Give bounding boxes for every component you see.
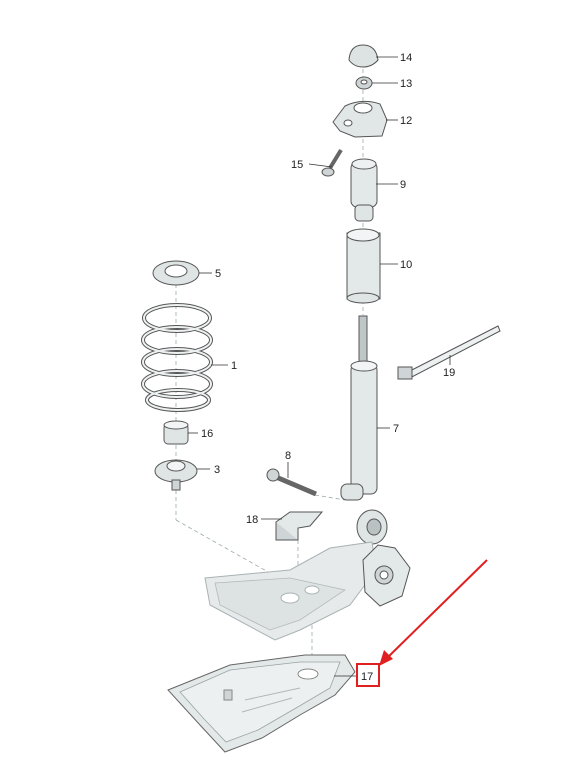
callout-7: 7 — [393, 423, 399, 435]
callout-17: 17 — [361, 671, 373, 683]
callout-14: 14 — [400, 52, 412, 64]
part-17-underbody-cover — [167, 654, 356, 753]
highlight-arrow-line — [384, 559, 488, 661]
part-18-bracket — [275, 511, 324, 541]
axle-beam — [204, 541, 377, 641]
part-8-bolt — [266, 468, 317, 497]
part-14-cap — [348, 44, 379, 68]
highlight-callout-17: 17 — [356, 559, 488, 687]
part-3-lower-seat — [154, 459, 198, 491]
part-16-spacer — [163, 420, 189, 445]
callout-19: 19 — [443, 367, 455, 379]
callout-13: 13 — [400, 78, 412, 90]
callout-16: 16 — [201, 428, 213, 440]
callout-12: 12 — [400, 115, 412, 127]
highlight-arrow-head — [379, 650, 393, 666]
callout-3: 3 — [214, 464, 220, 476]
part-15-bolt — [321, 148, 343, 177]
part-7-shock-absorber — [340, 315, 388, 545]
callout-5: 5 — [215, 268, 221, 280]
callout-18: 18 — [246, 514, 258, 526]
highlight-box — [356, 663, 380, 687]
callout-9: 9 — [400, 179, 406, 191]
part-1-coil-spring-fill — [142, 304, 212, 411]
part-9-bump-stop — [350, 158, 378, 222]
part-12-top-mount — [332, 100, 388, 138]
part-13-nut — [355, 76, 373, 90]
leader-lines — [188, 56, 451, 677]
callout-8: 8 — [285, 450, 291, 462]
wheel-flange — [362, 544, 411, 607]
callout-labels: 14 13 12 15 9 10 5 1 19 7 16 3 8 18 — [201, 52, 455, 526]
callout-15: 15 — [291, 159, 303, 171]
part-5-spring-seat — [152, 260, 200, 286]
callout-1: 1 — [231, 360, 237, 372]
part-10-dust-tube — [346, 228, 381, 304]
part-19-cable-tie — [397, 325, 501, 380]
callout-10: 10 — [400, 259, 412, 271]
